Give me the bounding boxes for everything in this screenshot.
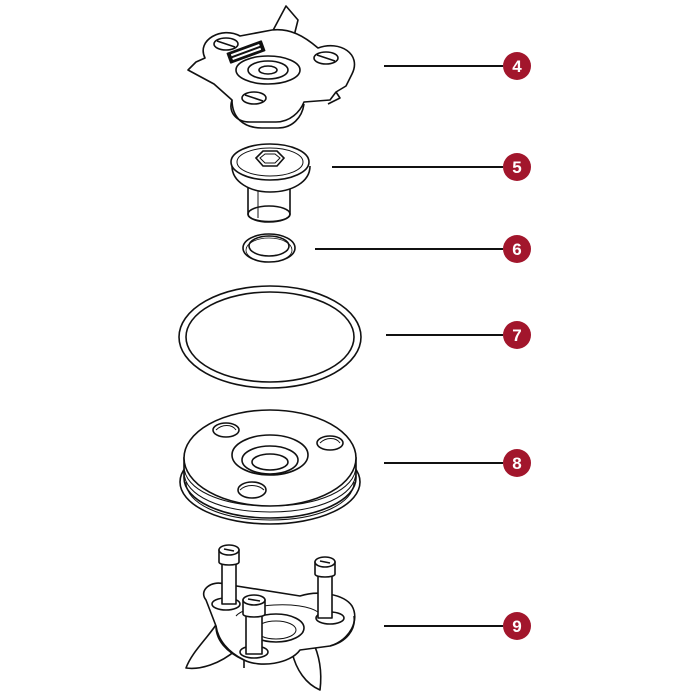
callout-badge-4 <box>503 52 531 80</box>
callout-4: 4 <box>384 52 531 80</box>
callout-label-4: 4 <box>512 57 522 76</box>
part-6-small-o-ring <box>243 234 295 262</box>
callout-9: 9 <box>384 612 531 640</box>
part-4-adapter-plate <box>188 6 354 128</box>
part-7-large-o-ring <box>179 286 361 388</box>
callout-label-7: 7 <box>512 326 521 345</box>
callout-label-8: 8 <box>512 454 521 473</box>
part-8-disc-housing <box>180 410 360 524</box>
callout-7: 7 <box>386 321 531 349</box>
part-9-spider-pins <box>186 545 355 690</box>
part-5-socket-screw <box>231 144 310 222</box>
callout-6: 6 <box>315 235 531 263</box>
callout-group: 4 5 6 7 8 9 <box>315 52 531 640</box>
callout-label-9: 9 <box>512 617 521 636</box>
callout-8: 8 <box>384 449 531 477</box>
callout-badge-7 <box>503 321 531 349</box>
callout-badge-8 <box>503 449 531 477</box>
callout-badge-9 <box>503 612 531 640</box>
callout-badge-5 <box>503 153 531 181</box>
callout-label-5: 5 <box>512 158 521 177</box>
callout-badge-6 <box>503 235 531 263</box>
callout-5: 5 <box>332 153 531 181</box>
callout-label-6: 6 <box>512 240 521 259</box>
